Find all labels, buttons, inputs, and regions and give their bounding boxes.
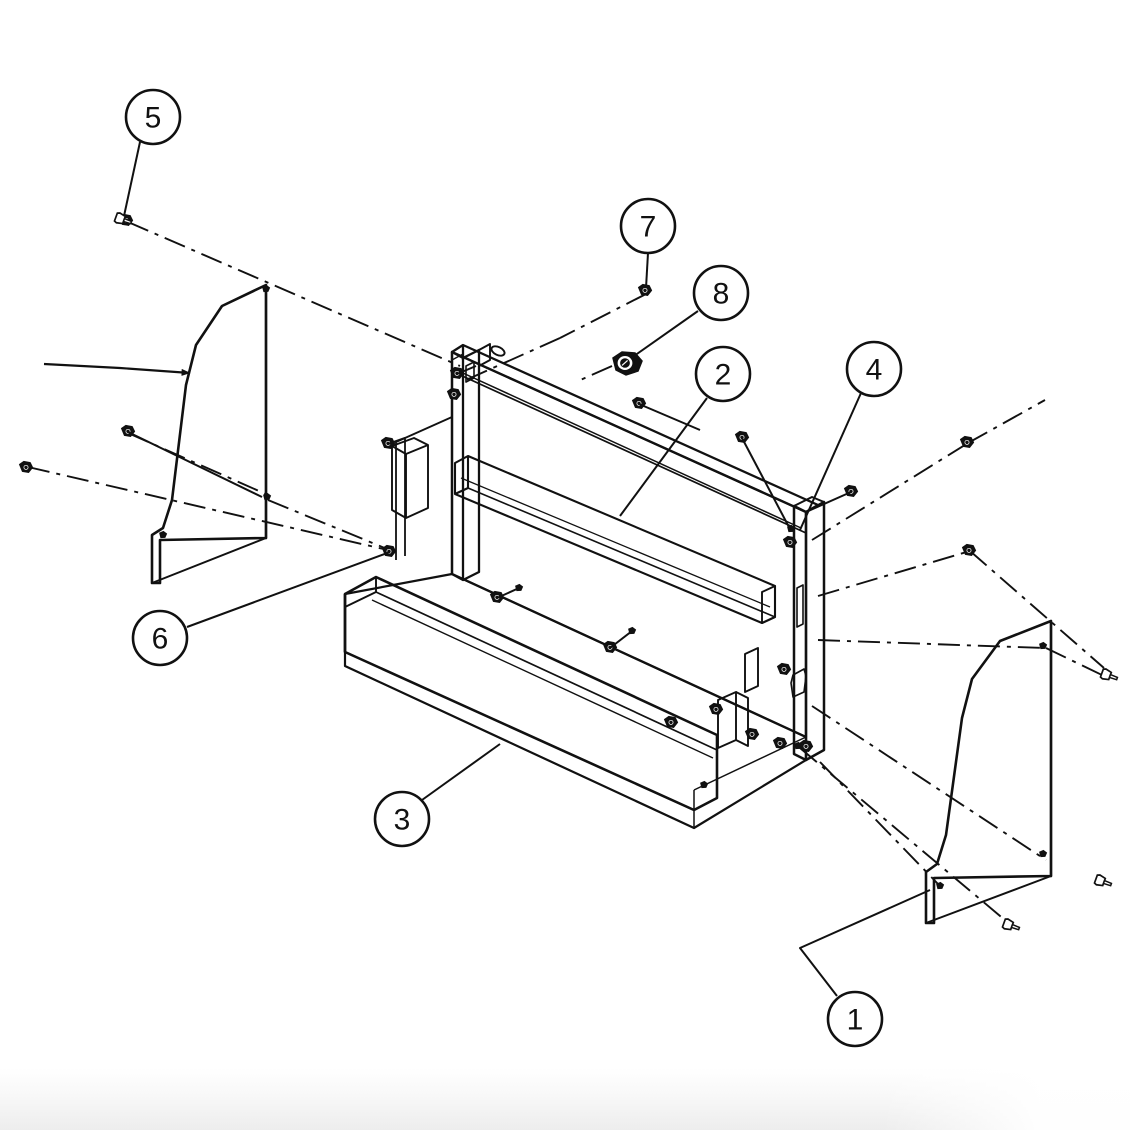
balloon-callouts: 5 7 8 2 4 6 <box>124 88 903 1048</box>
balloon-4[interactable]: 4 <box>845 340 903 398</box>
balloon-circle[interactable] <box>694 345 752 403</box>
balloon-label: 7 <box>640 211 657 244</box>
leader-4 <box>799 392 862 531</box>
left-bracket-pointer <box>43 362 191 376</box>
upper-connecting-rail <box>478 343 506 367</box>
balloon-circle[interactable] <box>619 197 677 255</box>
balloon-label: 3 <box>394 804 411 837</box>
balloon-3[interactable]: 3 <box>373 790 431 848</box>
balloon-label: 6 <box>152 623 169 656</box>
balloon-label: 4 <box>866 354 883 387</box>
balloon-circle[interactable] <box>373 790 431 848</box>
leader-7 <box>645 252 649 289</box>
explosion-axis-lines <box>27 221 1105 927</box>
balloon-label: 5 <box>145 102 162 135</box>
balloon-leaders <box>123 141 931 997</box>
rear-panel-channel <box>453 454 777 625</box>
balloon-6[interactable]: 6 <box>131 609 189 667</box>
balloon-7[interactable]: 7 <box>619 197 677 255</box>
balloon-circle[interactable] <box>692 264 750 322</box>
balloon-2[interactable]: 2 <box>694 345 752 403</box>
balloon-circle[interactable] <box>826 990 884 1048</box>
leader-5 <box>123 141 141 217</box>
balloon-label: 8 <box>713 278 730 311</box>
balloon-label: 2 <box>715 359 732 392</box>
leader-3 <box>421 743 501 801</box>
rear-right-corner-bracket <box>717 585 776 749</box>
balloon-circle[interactable] <box>131 609 189 667</box>
balloon-circle[interactable] <box>124 88 182 146</box>
fastener-set <box>19 213 977 789</box>
front-lower-panel <box>343 575 719 812</box>
balloon-8[interactable]: 8 <box>692 264 750 322</box>
balloon-1[interactable]: 1 <box>826 990 884 1048</box>
leader-6 <box>186 551 391 628</box>
leader-1 <box>799 889 931 997</box>
leader-2 <box>619 397 708 517</box>
leader-8 <box>633 310 699 357</box>
balloon-circle[interactable] <box>845 340 903 398</box>
balloon-5[interactable]: 5 <box>124 88 182 146</box>
component-block <box>391 437 429 519</box>
balloon-label: 1 <box>847 1004 864 1037</box>
